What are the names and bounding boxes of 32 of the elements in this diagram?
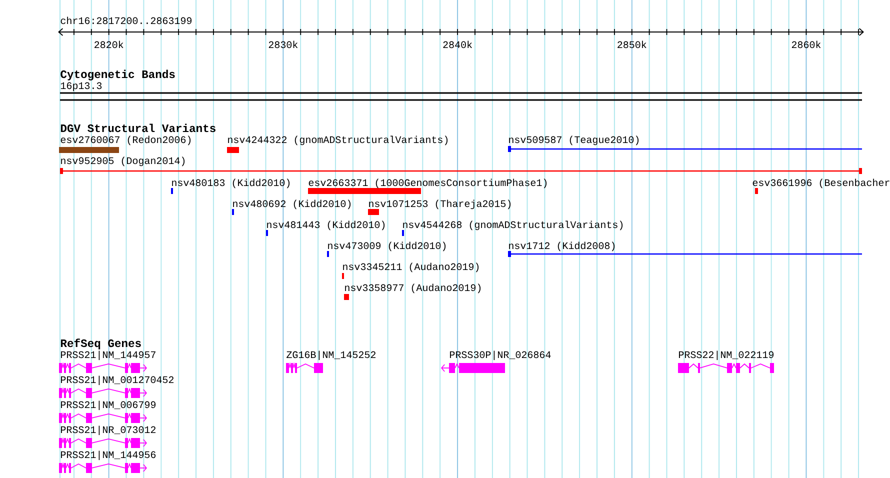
variant-label: nsv952905 (Dogan2014) (61, 156, 185, 166)
variant-label: esv3661996 (Besenbacher (752, 178, 890, 188)
variant-label: nsv3345211 (Audano2019) (343, 262, 479, 272)
variant-label: esv2760067 (Redon2006) (60, 136, 191, 146)
band-label: 16p13.3 (60, 82, 102, 92)
gene-label: PRSS30P|NR_026864 (450, 350, 551, 360)
variant-label: nsv473009 (Kidd2010) (328, 242, 446, 252)
variant-label: nsv4244322 (gnomADStructuralVariants) (228, 136, 448, 146)
track-title: DGV Structural Variants (60, 124, 216, 132)
gene-label: PRSS21|NR_073012 (61, 426, 156, 436)
variant-label: nsv1071253 (Thareja2015) (369, 200, 511, 210)
gene-label: PRSS21|NM_006799 (61, 400, 156, 410)
tick-label: 2850k (618, 40, 646, 48)
track-title: RefSeq Genes (60, 338, 141, 350)
gene-label: PRSS21|NM_144956 (61, 450, 156, 460)
tick-label: 2860k (792, 40, 821, 48)
variant-label: nsv481443 (Kidd2010) (267, 220, 385, 230)
variant-label: esv2663371 (1000GenomesConsortiumPhase1) (308, 178, 547, 188)
tick-label: 2820k (94, 40, 124, 48)
gene-label: PRSS22|NM_022119 (679, 350, 774, 360)
tick-label: 2840k (443, 40, 472, 48)
variant-label: nsv3358977 (Audano2019) (345, 284, 481, 294)
gene-label: ZG16B|NM_145252 (286, 350, 376, 360)
axis-title: chr16:2817200..2863199 (60, 16, 192, 24)
variant-label: nsv480692 (Kidd2010) (233, 200, 351, 210)
tick-label: 2830k (268, 40, 298, 48)
variant-label: nsv1712 (Kidd2008) (509, 242, 615, 252)
variant-label: nsv4544268 (gnomADStructuralVariants) (403, 220, 623, 230)
gene-label: PRSS21|NM_144957 (61, 350, 156, 360)
gene-label: PRSS21|NM_001270452 (61, 376, 174, 386)
variant-label: nsv509587 (Teague2010) (509, 136, 639, 146)
variant-label: nsv480183 (Kidd2010) (172, 178, 290, 188)
